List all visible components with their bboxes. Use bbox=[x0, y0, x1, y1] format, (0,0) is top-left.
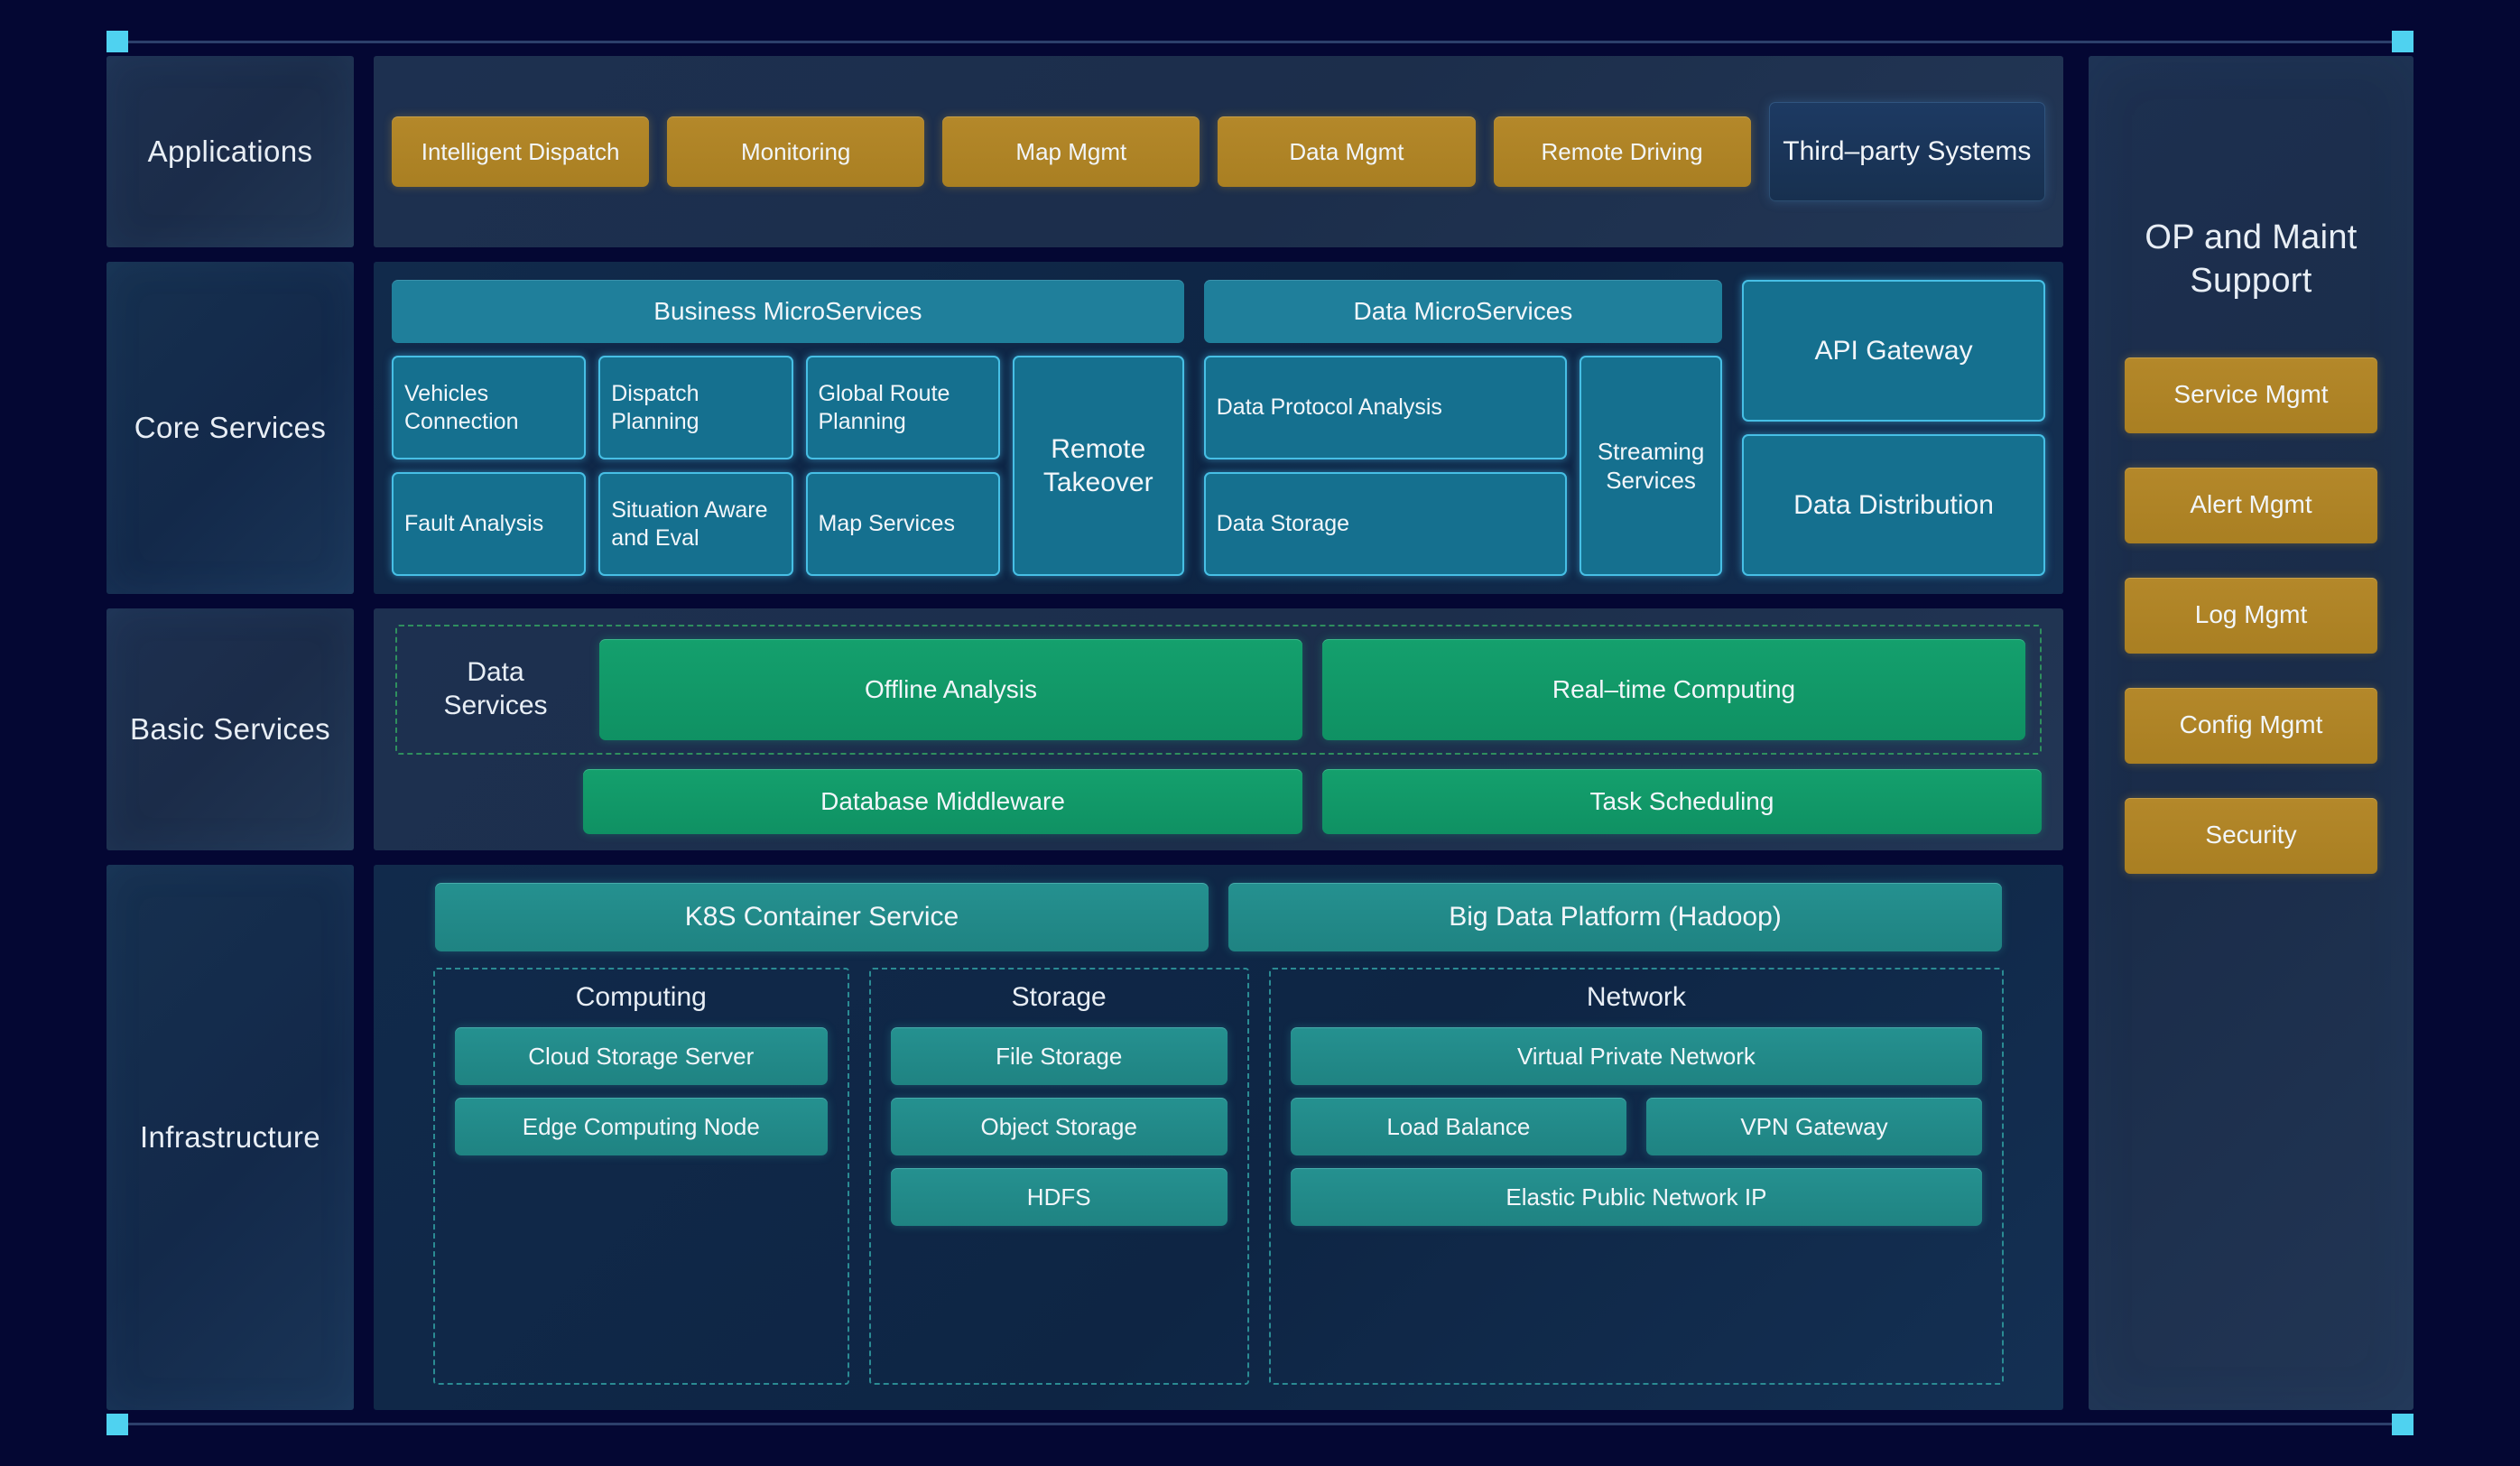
platform-row: K8S Container Service Big Data Platform … bbox=[394, 883, 2043, 951]
business-service-columns: Vehicles Connection Fault Analysis Dispa… bbox=[392, 356, 1000, 576]
layer-label-basic-services: Basic Services bbox=[107, 608, 354, 850]
corner-marker-bottom-left bbox=[107, 1414, 128, 1435]
app-intelligent-dispatch[interactable]: Intelligent Dispatch bbox=[392, 116, 650, 187]
infra-virtual-private-network[interactable]: Virtual Private Network bbox=[1290, 1027, 1982, 1085]
service-streaming-services[interactable]: Streaming Services bbox=[1580, 356, 1723, 576]
layer-infrastructure: Infrastructure K8S Container Service Big… bbox=[107, 865, 2063, 1410]
data-microservices-header: Data MicroServices bbox=[1203, 280, 1723, 343]
data-microservices-column: Data MicroServices Data Protocol Analysi… bbox=[1203, 280, 1723, 576]
service-api-gateway[interactable]: API Gateway bbox=[1742, 280, 2045, 422]
corner-marker-top-left bbox=[107, 31, 128, 52]
data-microservices-body: Data Protocol Analysis Data Storage Stre… bbox=[1203, 356, 1723, 576]
service-database-middleware[interactable]: Database Middleware bbox=[583, 769, 1302, 834]
service-offline-analysis[interactable]: Offline Analysis bbox=[599, 639, 1302, 740]
sidebar-item-log-mgmt[interactable]: Log Mgmt bbox=[2125, 577, 2377, 654]
service-real-time-computing[interactable]: Real–time Computing bbox=[1322, 639, 2025, 740]
applications-content: Intelligent Dispatch Monitoring Map Mgmt… bbox=[374, 56, 2063, 247]
layer-basic-services: Basic Services Data Services Offline Ana… bbox=[107, 608, 2063, 850]
infra-edge-computing-node[interactable]: Edge Computing Node bbox=[455, 1098, 828, 1155]
sidebar-item-config-mgmt[interactable]: Config Mgmt bbox=[2125, 687, 2377, 764]
infra-group-network: Network Virtual Private Network Load Bal… bbox=[1268, 968, 2004, 1385]
infra-hdfs[interactable]: HDFS bbox=[890, 1168, 1228, 1226]
platform-k8s-container-service[interactable]: K8S Container Service bbox=[435, 883, 1209, 951]
service-task-scheduling[interactable]: Task Scheduling bbox=[1322, 769, 2042, 834]
layer-stack: Applications Intelligent Dispatch Monito… bbox=[107, 56, 2063, 1410]
service-remote-takeover[interactable]: Remote Takeover bbox=[1012, 356, 1184, 576]
business-microservices-column: Business MicroServices Vehicles Connecti… bbox=[392, 280, 1184, 576]
op-maint-support-panel: OP and Maint Support Service Mgmt Alert … bbox=[2089, 56, 2413, 1410]
layer-label-applications: Applications bbox=[107, 56, 354, 247]
business-microservices-header: Business MicroServices bbox=[392, 280, 1184, 343]
layer-core-services: Core Services Business MicroServices Veh… bbox=[107, 262, 2063, 594]
infrastructure-wrap: K8S Container Service Big Data Platform … bbox=[394, 883, 2043, 1392]
infra-load-balance[interactable]: Load Balance bbox=[1290, 1098, 1626, 1155]
corner-marker-bottom-right bbox=[2392, 1414, 2413, 1435]
service-data-protocol-analysis[interactable]: Data Protocol Analysis bbox=[1203, 356, 1568, 459]
core-services-grid: Business MicroServices Vehicles Connecti… bbox=[392, 280, 2045, 576]
basic-services-content: Data Services Offline Analysis Real–time… bbox=[374, 608, 2063, 850]
infrastructure-groups: Computing Cloud Storage Server Edge Comp… bbox=[394, 968, 2043, 1392]
infra-elastic-public-network-ip[interactable]: Elastic Public Network IP bbox=[1290, 1168, 1982, 1226]
service-data-distribution[interactable]: Data Distribution bbox=[1742, 434, 2045, 576]
app-data-mgmt[interactable]: Data Mgmt bbox=[1218, 116, 1476, 187]
core-services-content: Business MicroServices Vehicles Connecti… bbox=[374, 262, 2063, 594]
service-global-route-planning[interactable]: Global Route Planning bbox=[805, 356, 1000, 459]
business-microservices-body: Vehicles Connection Fault Analysis Dispa… bbox=[392, 356, 1184, 576]
layer-applications: Applications Intelligent Dispatch Monito… bbox=[107, 56, 2063, 247]
sidebar-items: Service Mgmt Alert Mgmt Log Mgmt Config … bbox=[2125, 357, 2377, 874]
service-situation-aware-and-eval[interactable]: Situation Aware and Eval bbox=[598, 472, 793, 576]
frame-line-top bbox=[119, 41, 2401, 43]
data-services-label: Data Services bbox=[443, 657, 548, 720]
sidebar-item-alert-mgmt[interactable]: Alert Mgmt bbox=[2125, 467, 2377, 543]
platform-big-data-hadoop[interactable]: Big Data Platform (Hadoop) bbox=[1228, 883, 2002, 951]
corner-marker-top-right bbox=[2392, 31, 2413, 52]
business-column-1: Vehicles Connection Fault Analysis bbox=[392, 356, 587, 576]
data-services-group: Data Services Offline Analysis Real–time… bbox=[395, 625, 2042, 755]
gateway-column: API Gateway Data Distribution bbox=[1742, 280, 2045, 576]
service-fault-analysis[interactable]: Fault Analysis bbox=[392, 472, 587, 576]
infra-group-computing: Computing Cloud Storage Server Edge Comp… bbox=[433, 968, 849, 1385]
infra-group-storage: Storage File Storage Object Storage HDFS bbox=[868, 968, 1249, 1385]
service-vehicles-connection[interactable]: Vehicles Connection bbox=[392, 356, 587, 459]
service-map-services[interactable]: Map Services bbox=[805, 472, 1000, 576]
infra-cloud-storage-server[interactable]: Cloud Storage Server bbox=[455, 1027, 828, 1085]
infra-group-title-computing: Computing bbox=[575, 982, 707, 1012]
architecture-diagram: Applications Intelligent Dispatch Monito… bbox=[107, 56, 2413, 1410]
app-remote-driving[interactable]: Remote Driving bbox=[1493, 116, 1751, 187]
service-data-storage[interactable]: Data Storage bbox=[1203, 472, 1568, 576]
infra-file-storage[interactable]: File Storage bbox=[890, 1027, 1228, 1085]
app-third-party-systems[interactable]: Third–party Systems bbox=[1768, 102, 2045, 201]
basic-services-wrap: Data Services Offline Analysis Real–time… bbox=[395, 625, 2042, 834]
sidebar-title: OP and Maint Support bbox=[2145, 218, 2358, 300]
service-dispatch-planning[interactable]: Dispatch Planning bbox=[598, 356, 793, 459]
infra-vpn-gateway[interactable]: VPN Gateway bbox=[1645, 1098, 1983, 1155]
layer-label-core-services: Core Services bbox=[107, 262, 354, 594]
layer-label-infrastructure: Infrastructure bbox=[107, 865, 354, 1410]
data-service-stack: Data Protocol Analysis Data Storage bbox=[1203, 356, 1568, 576]
infra-group-title-storage: Storage bbox=[1011, 982, 1107, 1012]
app-monitoring[interactable]: Monitoring bbox=[667, 116, 925, 187]
applications-list: Intelligent Dispatch Monitoring Map Mgmt… bbox=[392, 102, 2045, 201]
sidebar-item-security[interactable]: Security bbox=[2125, 797, 2377, 874]
sidebar-item-service-mgmt[interactable]: Service Mgmt bbox=[2125, 357, 2377, 433]
business-column-2: Dispatch Planning Situation Aware and Ev… bbox=[598, 356, 793, 576]
basic-services-lower-row: Database Middleware Task Scheduling bbox=[395, 769, 2042, 834]
infra-object-storage[interactable]: Object Storage bbox=[890, 1098, 1228, 1155]
app-map-mgmt[interactable]: Map Mgmt bbox=[942, 116, 1200, 187]
infra-group-title-network: Network bbox=[1586, 982, 1686, 1012]
infrastructure-content: K8S Container Service Big Data Platform … bbox=[374, 865, 2063, 1410]
business-column-3: Global Route Planning Map Services bbox=[805, 356, 1000, 576]
network-row-2: Load Balance VPN Gateway bbox=[1290, 1098, 1983, 1155]
frame-line-bottom bbox=[119, 1423, 2401, 1425]
